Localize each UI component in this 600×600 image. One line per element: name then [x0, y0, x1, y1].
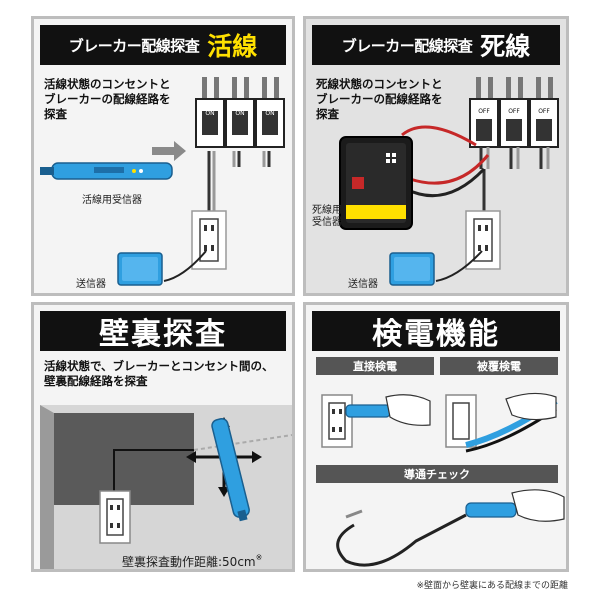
wall-distance-text: 壁裏探査動作距離:50cm: [122, 555, 256, 569]
live-wire-header: ブレーカー配線探査 活線: [40, 25, 286, 65]
live-title-small: ブレーカー配線探査: [68, 36, 200, 55]
live-wire-panel: ブレーカー配線探査 活線 活線状態のコンセントと ブレーカーの配線経路を 探査: [31, 16, 295, 296]
dead-receiver-label: 死線用 受信器: [312, 205, 342, 229]
voltage-detect-header: 検電機能: [312, 311, 560, 352]
direct-detect-pen: [345, 404, 391, 418]
dead-desc-line3: 探査: [316, 107, 339, 121]
wall-distance-mark: ※: [255, 553, 263, 562]
dead-breaker-label-2: OFF: [508, 108, 520, 115]
footnote: ※壁面から壁裏にある配線までの距離: [416, 581, 568, 591]
live-desc-line3: 探査: [44, 107, 67, 121]
dead-illustration: OFF OFF OFF: [339, 77, 559, 286]
dead-receiver-label-line2: 受信器: [312, 217, 342, 228]
dead-receiver-label-line1: 死線用: [312, 205, 342, 216]
live-description: 活線状態のコンセントと ブレーカーの配線経路を 探査: [44, 77, 171, 122]
detect-title: 検電機能: [372, 317, 500, 352]
dead-desc-line1: 死線状態のコンセントと: [316, 77, 443, 91]
wall-description: 活線状態で、ブレーカーとコンセント間の、 壁裏配線経路を探査: [44, 359, 274, 389]
dead-breaker-label-1: OFF: [478, 108, 490, 115]
live-breaker-label-3: ON: [265, 110, 274, 117]
continuity-pen: [465, 502, 517, 518]
dead-desc-line2: ブレーカーの配線経路を: [316, 92, 443, 106]
wall-title: 壁裏探査: [99, 317, 227, 352]
wall-desc-line2: 壁裏配線経路を探査: [44, 374, 148, 388]
continuity-check-header: 導通チェック: [316, 465, 558, 483]
live-illustration: ON ON ON: [40, 77, 285, 286]
direct-detect-header: 直接検電: [316, 357, 434, 375]
wall-illustration: [40, 405, 292, 569]
live-title-big: 活線: [207, 32, 258, 61]
dead-wire-header: ブレーカー配線探査 死線: [312, 25, 560, 65]
dead-title-big: 死線: [480, 32, 531, 61]
dead-description: 死線状態のコンセントと ブレーカーの配線経路を 探査: [316, 77, 443, 122]
wall-distance-label: 壁裏探査動作距離:50cm※: [122, 553, 263, 569]
live-breaker-label-2: ON: [235, 110, 244, 117]
dead-transmitter-label: 送信器: [348, 279, 378, 290]
wall-detect-header: 壁裏探査: [40, 311, 286, 352]
live-transmitter-label: 送信器: [76, 279, 106, 290]
voltage-detect-panel: 検電機能 直接検電 被覆検電 導通チェック: [303, 302, 569, 572]
wall-detect-panel: 壁裏探査 活線状態で、ブレーカーとコンセント間の、 壁裏配線経路を探査 壁裏探査…: [31, 302, 295, 572]
dead-wire-panel: ブレーカー配線探査 死線 死線状態のコンセントと ブレーカーの配線経路を 探査: [303, 16, 569, 296]
dead-title-small: ブレーカー配線探査: [341, 36, 473, 55]
live-desc-line1: 活線状態のコンセントと: [44, 77, 171, 91]
dead-breaker-label-3: OFF: [538, 108, 550, 115]
live-receiver-label: 活線用受信器: [82, 195, 142, 206]
live-desc-line2: ブレーカーの配線経路を: [44, 92, 171, 106]
detect-illustration: [321, 392, 565, 567]
live-breaker-label-1: ON: [205, 110, 214, 117]
cover-detect-header: 被覆検電: [440, 357, 558, 375]
wall-desc-line1: 活線状態で、ブレーカーとコンセント間の、: [44, 359, 274, 373]
